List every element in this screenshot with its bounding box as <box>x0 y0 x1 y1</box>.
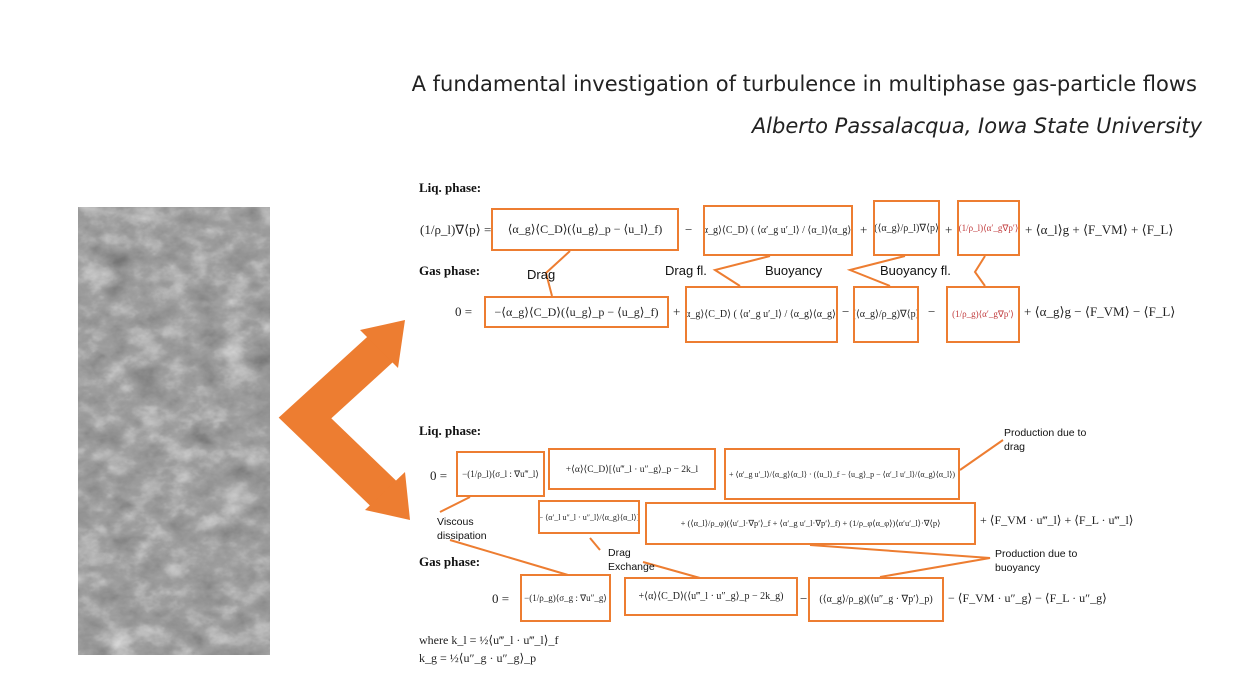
mean-gas-buoyancy-fl-box: (1/ρ_g)⟨α′_g∇p′⟩ <box>946 286 1020 343</box>
mean-liq-dragfl-box: ⟨α_g⟩⟨C_D⟩ ( ⟨α′_g u′_l⟩ / ⟨α_l⟩⟨α_g⟩ ) <box>703 205 853 256</box>
annotation-drag-fl: Drag fl. <box>665 263 707 278</box>
annotation-buoyancy-fl: Buoyancy fl. <box>880 263 951 278</box>
mean-gas-lhs: 0 = <box>455 304 473 319</box>
tke-liq-production-drag-box: + ⟨α′_g u′_l⟩/⟨α_g⟩⟨α_l⟩ · (⟨u_l⟩_f − ⟨u… <box>724 448 960 500</box>
mean-gas-buoyancy-box: (⟨α_g⟩/ρ_g)∇⟨p⟩ <box>853 286 919 343</box>
tke-liq-production-buoyancy-box: + (⟨α_l⟩/ρ_φ)(⟨u′_l·∇p′⟩_f + ⟨α′_g u′_l·… <box>645 502 976 545</box>
chevron-arrow-icon <box>278 320 410 520</box>
tke-gas-lhs: 0 = <box>492 591 510 606</box>
mean-gas-rest: + ⟨α_g⟩g − ⟨F_VM⟩ − ⟨F_L⟩ <box>1024 304 1176 319</box>
tke-liq-exchange-box-bottom: − ⟨α′_l u″_l · u″_l⟩/⟨α_g⟩⟨α_l⟩] <box>538 500 640 534</box>
annotation-production-drag: Production due to drag <box>1004 427 1087 453</box>
mean-liq-op: + <box>860 222 868 237</box>
mean-liq-lhs: (1/ρ_l)∇⟨p⟩ = <box>420 222 492 237</box>
turbulence-image <box>78 207 270 655</box>
tke-liq-viscous-box: −(1/ρ_l)⟨σ_l : ∇u‴_l⟩ <box>456 451 545 497</box>
mean-liq-op: + <box>945 222 953 237</box>
tke-gas-viscous-box: −(1/ρ_g)⟨σ_g : ∇u″_g⟩ <box>520 574 611 622</box>
tke-liq-lhs: 0 = <box>430 468 448 483</box>
mean-liq-op: − <box>685 222 693 237</box>
mean-liq-rest: + ⟨α_l⟩g + ⟨F_VM⟩ + ⟨F_L⟩ <box>1025 222 1174 237</box>
mean-gas-op: − <box>842 304 850 319</box>
annotation-drag: Drag <box>527 267 556 282</box>
mean-gas-op: + <box>673 304 681 319</box>
tke-gas-rest: − ⟨F_VM · u″_g⟩ − ⟨F_L · u″_g⟩ <box>948 591 1107 605</box>
tke-liq-rest: + ⟨F_VM · u‴_l⟩ + ⟨F_L · u‴_l⟩ <box>980 513 1134 527</box>
tke-gas-exchange-box: +⟨α⟩⟨C_D⟩(⟨u‴_l · u″_g⟩_p − 2k_g) <box>624 577 798 616</box>
annotation-buoyancy: Buoyancy <box>765 263 823 278</box>
annotation-drag-exchange: Drag Exchange <box>608 547 655 573</box>
tke-liq-exchange-box-top: +⟨α⟩⟨C_D⟩[⟨u‴_l · u″_g⟩_p − 2k_l <box>548 448 716 490</box>
mean-liq-drag-box: ⟨α_g⟩⟨C_D⟩(⟨u_g⟩_p − ⟨u_l⟩_f) <box>491 208 679 251</box>
slide-title: A fundamental investigation of turbulenc… <box>411 72 1197 96</box>
mean-liq-buoyancy-fl-box: (1/ρ_l)⟨α′_g∇p′⟩ <box>957 200 1020 256</box>
tke-gas-phase-label: Gas phase: <box>419 554 481 569</box>
where-kl: where k_l = ½⟨u‴_l · u‴_l⟩_f <box>419 633 559 647</box>
mean-liq-phase-label: Liq. phase: <box>419 180 482 195</box>
mean-gas-drag-box: −⟨α_g⟩⟨C_D⟩(⟨u_g⟩_p − ⟨u_g⟩_f) <box>484 296 669 328</box>
mean-liq-buoyancy-box: (⟨α_g⟩/ρ_l)∇⟨p⟩ <box>873 200 940 256</box>
mean-gas-dragfl-box: ⟨α_g⟩⟨C_D⟩ ( ⟨α′_g u′_l⟩ / ⟨α_g⟩⟨α_g⟩ ) <box>685 286 838 343</box>
annotation-viscous-dissipation: Viscous dissipation <box>437 516 487 542</box>
mean-gas-phase-label: Gas phase: <box>419 263 481 278</box>
mean-gas-op: − <box>928 304 936 319</box>
annotation-production-buoyancy: Production due to buoyancy <box>995 548 1078 574</box>
where-kg: k_g = ½⟨u″_g · u″_g⟩_p <box>419 651 537 665</box>
slide-author: Alberto Passalacqua, Iowa State Universi… <box>751 114 1202 138</box>
tke-gas-op: − <box>800 591 808 606</box>
tke-liq-phase-label: Liq. phase: <box>419 423 482 438</box>
tke-gas-production-buoyancy-box: (⟨α_g⟩/ρ_g)(⟨u″_g · ∇p′⟩_p) <box>808 577 944 622</box>
